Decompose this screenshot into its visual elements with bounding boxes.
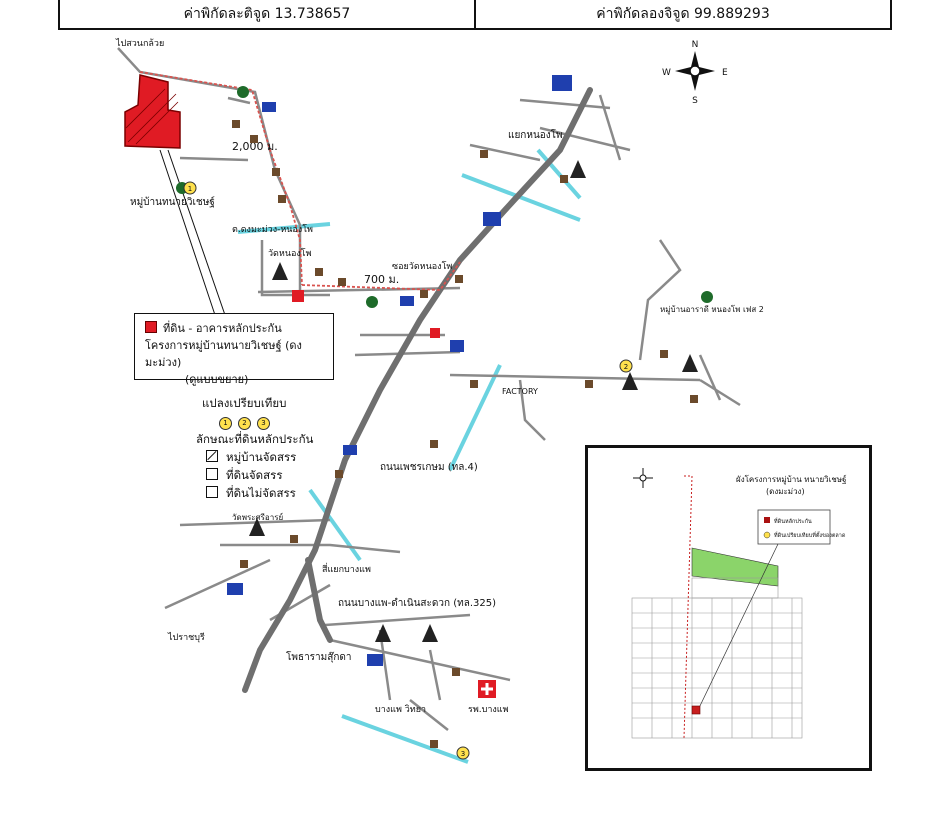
canal-3 — [448, 364, 502, 471]
property-swatch — [145, 321, 157, 333]
legend-leader-lines — [159, 149, 226, 316]
comparison-markers — [183, 181, 633, 760]
project-layout-plan: ผังโครงการหมู่บ้าน ทนายวิเชษฐ์ (ดงมะม่วง… — [631, 468, 846, 739]
legend-property-label: ที่ดิน - อาคารหลักประกัน — [163, 322, 282, 335]
canal-1 — [237, 222, 331, 234]
label-nongpho-village: หมู่บ้านอาราดี หนองโพ เฟส 2 — [660, 304, 764, 315]
inset-compass-icon — [633, 468, 653, 488]
marker-3: 3 — [257, 417, 270, 430]
checkbox-unallotted-land — [206, 486, 218, 498]
svg-text:1: 1 — [188, 185, 192, 193]
checkbox-housing-estate — [206, 450, 218, 462]
coordinate-bar: ค่าพิกัดละติจูด 13.738657 ค่าพิกัดลองจิจ… — [58, 0, 892, 30]
inset-park — [691, 547, 779, 587]
label-ratchaburi: ไปราชบุรี — [167, 632, 205, 643]
compass-e: E — [722, 68, 728, 78]
comparison-marker-2 — [619, 359, 633, 373]
comparison-title: แปลงเปรียบเทียบ — [202, 396, 287, 410]
inset-legend: ที่ดินหลักประกัน ที่ดินเปรียบเทียบที่ตั้… — [757, 509, 846, 545]
label-yaek-nong: แยกหนองโพ — [508, 128, 563, 141]
map-labels: ไปสวนกล้วย หมู่บ้านทนายวิเชษฐ์ ต.ดงมะม่ว… — [115, 38, 764, 715]
inset-legend-compare: ที่ดินเปรียบเทียบที่ตั้งของตลาด — [774, 531, 846, 539]
distance-label-1: 2,000 ม. — [232, 140, 278, 153]
inset-legend-property: ที่ดินหลักประกัน — [774, 517, 812, 525]
clinic-icon-2 — [430, 328, 440, 338]
subject-property-parcel — [124, 74, 181, 149]
compass-s: S — [692, 96, 698, 106]
comparison-marker-1 — [183, 181, 197, 195]
label-dongmamuang: ต.ดงมะม่วง-หนองโพ — [232, 224, 313, 235]
highway-4 — [242, 87, 593, 693]
option-allotted-land: ที่ดินจัดสรร — [226, 468, 283, 482]
option-housing-estate: หมู่บ้านจัดสรร — [226, 450, 297, 464]
compass-w: W — [662, 68, 671, 78]
comparison-subtitle: ลักษณะที่ดินหลักประกัน — [196, 432, 314, 446]
canal-2 — [461, 173, 581, 222]
inset-access-road — [683, 475, 693, 739]
inset-subtitle: (ดงมะม่วง) — [766, 487, 805, 496]
marker-2: 2 — [238, 417, 251, 430]
inset-leader-line — [697, 543, 779, 711]
legend-project-label: โครงการหมู่บ้านทนายวิเชษฐ์ (ดงมะม่วง) — [145, 339, 302, 369]
label-soi-wat: ซอยวัดหนองโพ — [392, 261, 452, 272]
label-top-left: ไปสวนกล้วย — [115, 38, 164, 49]
comparison-marker-3 — [456, 746, 470, 760]
svg-text:2: 2 — [624, 363, 628, 371]
distance-label-2: 700 ม. — [364, 273, 399, 286]
svg-text:3: 3 — [461, 750, 465, 758]
canal-5 — [341, 714, 469, 764]
label-wat-sri: วัดพระศรีอารย์ — [232, 512, 283, 522]
house-icons — [232, 120, 698, 748]
label-photharam: โพธารามสุ๊กดา — [286, 650, 352, 663]
project-layout-inset: ผังโครงการหมู่บ้าน ทนายวิเชษฐ์ (ดงมะม่วง… — [585, 445, 872, 771]
label-highway-4: ถนนเพชรเกษม (ทล.4) — [380, 462, 478, 473]
inset-title: ผังโครงการหมู่บ้าน ทนายวิเชษฐ์ — [736, 474, 846, 485]
label-highway-325: ถนนบางแพ-ดำเนินสะดวก (ทล.325) — [338, 598, 496, 609]
label-bangphae-school: บางแพ วิทยา — [375, 704, 426, 715]
temple-icons — [249, 160, 698, 642]
compass-rose-icon: N S E W — [662, 40, 728, 106]
longitude-label: ค่าพิกัดลองจิจูด 99.889293 — [474, 0, 890, 28]
latitude-label: ค่าพิกัดละติจูด 13.738657 — [183, 6, 351, 22]
label-factory: FACTORY — [502, 387, 538, 396]
label-wat-nong: วัดหนองโพ — [268, 248, 312, 259]
legend-scale-label: (ดูแบบขยาย) — [185, 373, 249, 386]
property-legend: ที่ดิน - อาคารหลักประกัน โครงการหมู่บ้าน… — [134, 313, 334, 386]
inset-grid — [631, 577, 803, 739]
checkbox-allotted-land — [206, 468, 218, 480]
marker-1: 1 — [219, 417, 232, 430]
highway-325 — [305, 557, 333, 643]
option-unallotted-land: ที่ดินไม่จัดสรร — [226, 486, 296, 500]
main-roads — [242, 87, 593, 693]
label-village: หมู่บ้านทนายวิเชษฐ์ — [130, 196, 215, 208]
access-route — [139, 71, 461, 291]
property-hatching — [125, 88, 179, 145]
canal-6 — [536, 148, 582, 200]
label-yaek-bangphae: สี่แยกบางแพ — [322, 562, 371, 575]
compass-n: N — [692, 40, 699, 50]
building-icons — [227, 75, 572, 666]
tree-icons — [176, 86, 713, 308]
clinic-icon — [292, 290, 304, 302]
label-hospital: รพ.บางแพ — [468, 705, 509, 715]
inset-subject-parcel — [691, 705, 701, 715]
